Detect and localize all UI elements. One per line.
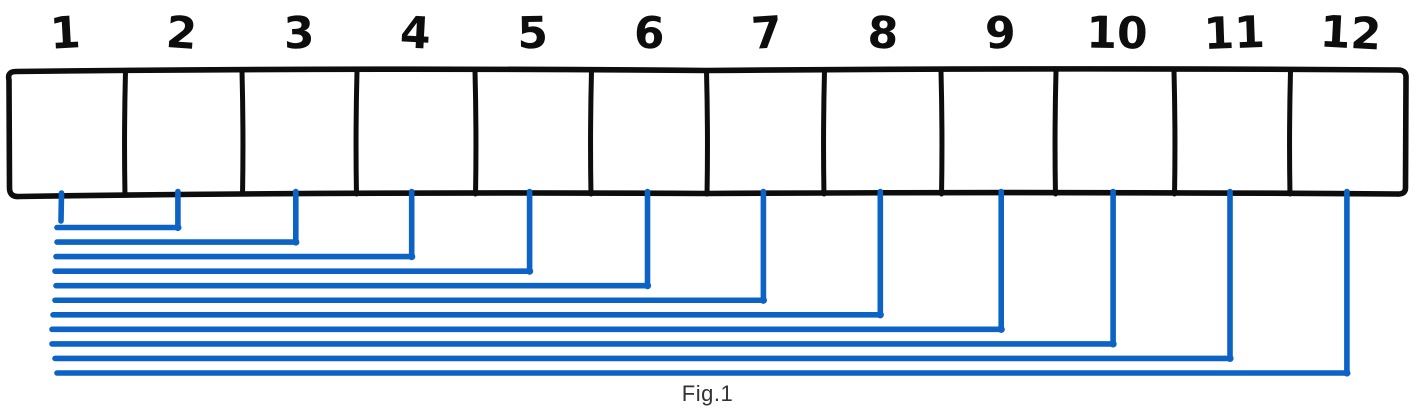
cell-divider	[1287, 68, 1293, 197]
link-corner-dot	[1226, 354, 1234, 363]
cell-number-1: 1	[49, 7, 82, 60]
pointer-link-1-to-10	[49, 188, 1116, 347]
cell-divider	[122, 68, 128, 197]
link-corner-dot	[1343, 369, 1351, 377]
array-cell-11	[1174, 72, 1291, 195]
pointer-link-1-to-9	[49, 188, 1004, 333]
cell-number-6: 6	[633, 7, 665, 59]
array-cell-7	[708, 72, 825, 195]
cell-divider	[1052, 68, 1059, 197]
link-corner-dot	[997, 325, 1005, 333]
cell-number-9: 9	[984, 7, 1016, 59]
cell-divider	[1171, 68, 1178, 197]
link-corner-dot	[174, 223, 182, 232]
array-cell-12	[1290, 72, 1407, 195]
link-corner-dot	[526, 267, 534, 275]
array-cell-8	[824, 72, 941, 195]
cell-number-3: 3	[283, 7, 315, 59]
link-corner-dot	[876, 311, 884, 319]
cell-number-4: 4	[399, 7, 432, 60]
array-cell-3	[242, 72, 359, 195]
link-corner-dot	[643, 282, 652, 290]
array-cell-6	[591, 72, 708, 195]
cell-divider	[588, 68, 594, 197]
pointer-links	[49, 188, 1351, 377]
cell-number-12: 12	[1319, 6, 1383, 60]
link-corner-dot	[759, 296, 768, 304]
cell-divider	[821, 68, 827, 197]
cell-number-7: 7	[750, 7, 784, 60]
pointer-link-1-to-11	[52, 188, 1233, 362]
array-outline	[5, 66, 1409, 200]
link-corner-dot	[292, 238, 300, 246]
cell-number-5: 5	[517, 8, 549, 60]
array-cell-9	[941, 72, 1058, 195]
cell-number-2: 2	[164, 7, 198, 60]
cell-number-11: 11	[1203, 7, 1266, 60]
array-cell-10	[1057, 72, 1174, 195]
link-corner-dot	[1109, 340, 1117, 348]
array-boxes	[5, 66, 1409, 200]
cell-number-8: 8	[866, 7, 899, 60]
pointer-link-1-to-4	[53, 188, 415, 260]
cell-divider	[938, 68, 945, 197]
source-stub-cell-1	[58, 190, 65, 224]
cell-divider	[704, 68, 710, 197]
cell-number-10: 10	[1086, 7, 1148, 59]
cell-divider	[472, 68, 479, 197]
array-cell-1	[9, 72, 126, 195]
figure-caption: Fig.1	[681, 381, 734, 406]
array-cell-5	[475, 72, 592, 195]
cell-divider	[353, 68, 360, 197]
cell-divider	[239, 68, 246, 197]
array-cell-4	[358, 72, 475, 195]
link-corner-dot	[408, 253, 416, 261]
array-cell-2	[125, 72, 242, 195]
